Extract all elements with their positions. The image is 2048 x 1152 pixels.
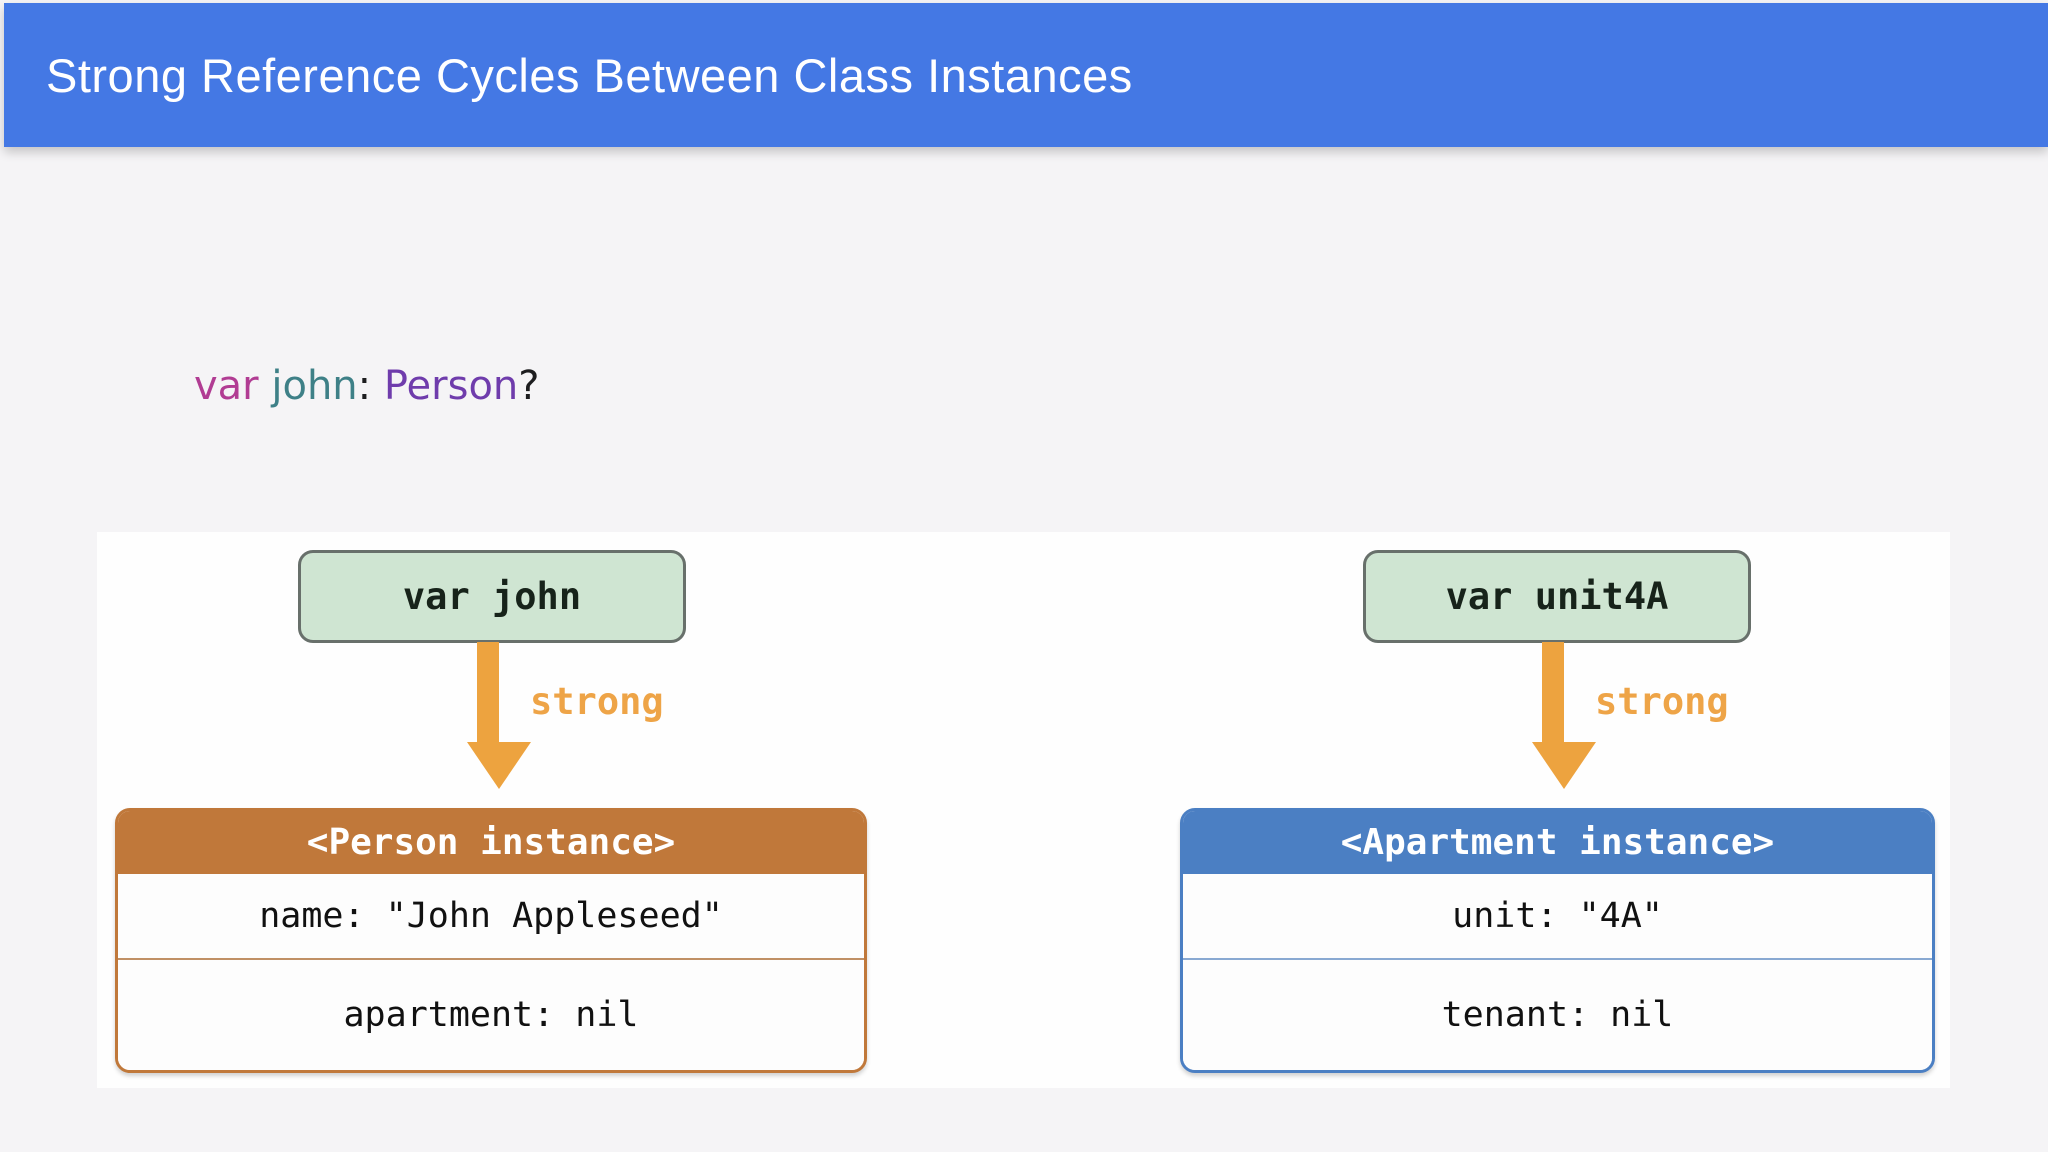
person-name-row: name: "John Appleseed": [118, 874, 864, 958]
strong-label-left: strong: [530, 680, 664, 723]
row-divider: [1183, 958, 1932, 960]
code-token: john: [271, 363, 358, 409]
code-token: ?: [518, 363, 540, 409]
var-john-box: var john: [298, 550, 686, 643]
apartment-tenant-row: tenant: nil: [1183, 960, 1932, 1070]
arrow-down-icon: [477, 642, 499, 742]
arrow-down-icon: [467, 742, 531, 789]
arrow-down-icon: [1542, 642, 1564, 742]
title-bar: Strong Reference Cycles Between Class In…: [4, 3, 2048, 147]
code-line: var john: Person?: [194, 350, 990, 422]
apartment-unit-row: unit: "4A": [1183, 874, 1932, 958]
diagram-panel: var john var unit4A strong strong <Perso…: [97, 532, 1950, 1088]
person-instance-header: <Person instance>: [118, 811, 864, 874]
page-title: Strong Reference Cycles Between Class In…: [46, 48, 1133, 102]
row-divider: [118, 958, 864, 960]
code-token: var: [194, 363, 259, 409]
strong-label-right: strong: [1595, 680, 1729, 723]
code-token: [259, 363, 272, 409]
var-john-label: var john: [402, 575, 582, 618]
person-apartment-row: apartment: nil: [118, 960, 864, 1070]
person-instance-box: <Person instance> name: "John Appleseed"…: [115, 808, 867, 1073]
apartment-instance-box: <Apartment instance> unit: "4A" tenant: …: [1180, 808, 1935, 1073]
var-unit4a-box: var unit4A: [1363, 550, 1751, 643]
var-unit4a-label: var unit4A: [1445, 575, 1669, 618]
code-token: :: [357, 363, 384, 409]
code-token: Person: [383, 363, 519, 409]
arrow-down-icon: [1532, 742, 1596, 789]
apartment-instance-header: <Apartment instance>: [1183, 811, 1932, 874]
